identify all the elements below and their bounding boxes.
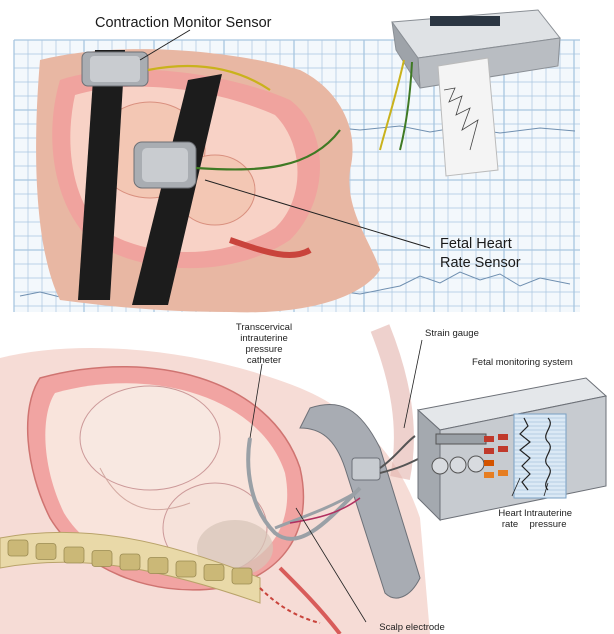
strain-gauge-label: Strain gauge — [425, 328, 479, 339]
heart-rate-label-line2: rate — [502, 519, 518, 530]
scalp-electrode-label: Scalp electrode — [379, 622, 444, 633]
internal-monitoring-svg: Transcervical intrauterine pressure cath… — [0, 318, 614, 634]
transcervical-label-line2: intrauterine — [240, 333, 288, 344]
contraction-monitor-label: Contraction Monitor Sensor — [95, 15, 272, 31]
strain-gauge-device — [352, 458, 380, 480]
external-monitoring-illustration: Contraction Monitor Sensor Fetal Heart R… — [0, 0, 614, 320]
fetal-heart-label-line2: Rate Sensor — [440, 255, 521, 271]
transcervical-label-line3: pressure — [246, 344, 283, 355]
fetal-heart-label-line1: Fetal Heart — [440, 236, 512, 252]
transcervical-label-line1: Transcervical — [236, 322, 292, 333]
heart-rate-label-line1: Heart — [498, 508, 522, 519]
fetal-monitoring-system-label: Fetal monitoring system — [472, 357, 573, 368]
internal-monitoring-illustration: Transcervical intrauterine pressure cath… — [0, 318, 614, 634]
intrauterine-pressure-label-line1: Intrauterine — [524, 508, 572, 519]
external-monitoring-svg: Contraction Monitor Sensor Fetal Heart R… — [0, 0, 614, 320]
transcervical-label-line4: catheter — [247, 355, 281, 366]
intrauterine-pressure-label-line2: pressure — [530, 519, 567, 530]
